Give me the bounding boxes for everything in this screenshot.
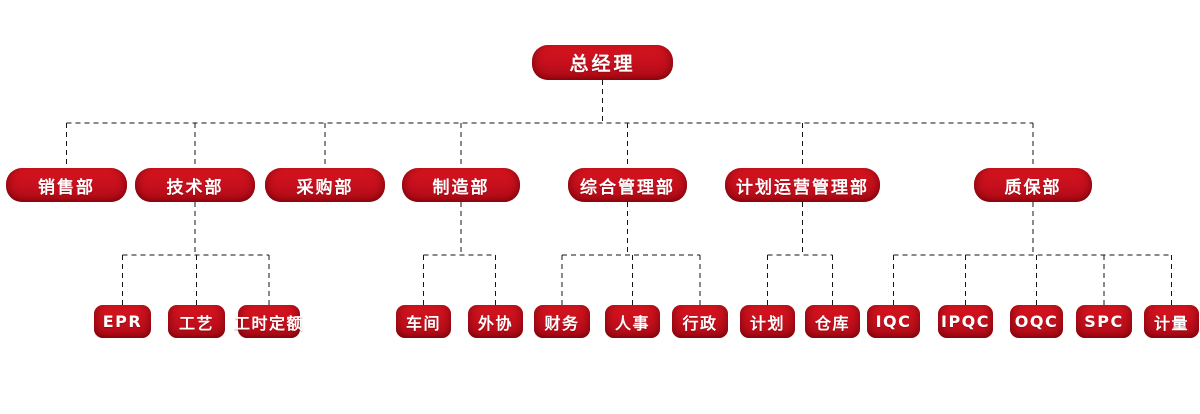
org-node-label: SPC xyxy=(1084,312,1124,331)
org-node-label: IPQC xyxy=(940,312,991,331)
org-node-spc: SPC xyxy=(1076,305,1132,338)
org-node-general-admin-dept: 综合管理部 xyxy=(568,168,687,202)
org-node-plan-ops-dept: 计划运营管理部 xyxy=(725,168,880,202)
org-node-label: 计量 xyxy=(1153,313,1189,333)
org-node-label: IQC xyxy=(875,312,912,331)
org-node-label: 计划运营管理部 xyxy=(736,177,869,198)
org-node-outsourcing: 外协 xyxy=(468,305,523,338)
org-node-label: 车间 xyxy=(405,313,441,333)
org-node-metrology: 计量 xyxy=(1144,305,1199,338)
org-node-process-eng: 工艺 xyxy=(168,305,225,338)
org-node-label: 总经理 xyxy=(569,53,636,75)
org-node-labor-quota: 工时定额 xyxy=(234,305,303,338)
org-node-label: 质保部 xyxy=(1004,177,1062,198)
org-node-label: 财务 xyxy=(544,313,580,333)
org-node-label: 技术部 xyxy=(166,177,224,198)
org-node-manufacturing-dept: 制造部 xyxy=(402,168,520,202)
org-node-label: 工时定额 xyxy=(234,313,305,333)
org-node-purchasing-dept: 采购部 xyxy=(265,168,385,202)
org-node-epr: EPR xyxy=(94,305,151,338)
org-node-oqc: OQC xyxy=(1010,305,1063,338)
org-node-tech-dept: 技术部 xyxy=(135,168,255,202)
org-node-label: 综合管理部 xyxy=(580,177,675,198)
org-node-label: 外协 xyxy=(477,313,513,333)
org-node-qa-dept: 质保部 xyxy=(974,168,1092,202)
org-node-label: 工艺 xyxy=(178,313,214,333)
org-node-administration: 行政 xyxy=(672,305,728,338)
org-node-label: EPR xyxy=(102,312,143,331)
org-node-label: 采购部 xyxy=(296,177,354,198)
org-node-finance: 财务 xyxy=(534,305,590,338)
dashed-connector-path xyxy=(66,80,1172,305)
org-node-general-manager: 总经理 xyxy=(532,45,673,80)
org-node-label: 销售部 xyxy=(38,177,95,198)
org-node-hr: 人事 xyxy=(605,305,660,338)
org-node-planning: 计划 xyxy=(740,305,795,338)
org-node-label: 人事 xyxy=(614,313,650,333)
org-node-iqc: IQC xyxy=(867,305,920,338)
org-node-ipqc: IPQC xyxy=(938,305,993,338)
org-node-workshop: 车间 xyxy=(396,305,451,338)
org-node-label: OQC xyxy=(1014,312,1059,331)
org-node-sales-dept: 销售部 xyxy=(6,168,127,202)
org-node-warehouse: 仓库 xyxy=(805,305,860,338)
org-node-label: 计划 xyxy=(749,313,785,333)
org-node-label: 行政 xyxy=(682,313,718,333)
org-node-label: 制造部 xyxy=(432,177,490,198)
org-node-label: 仓库 xyxy=(814,313,850,333)
